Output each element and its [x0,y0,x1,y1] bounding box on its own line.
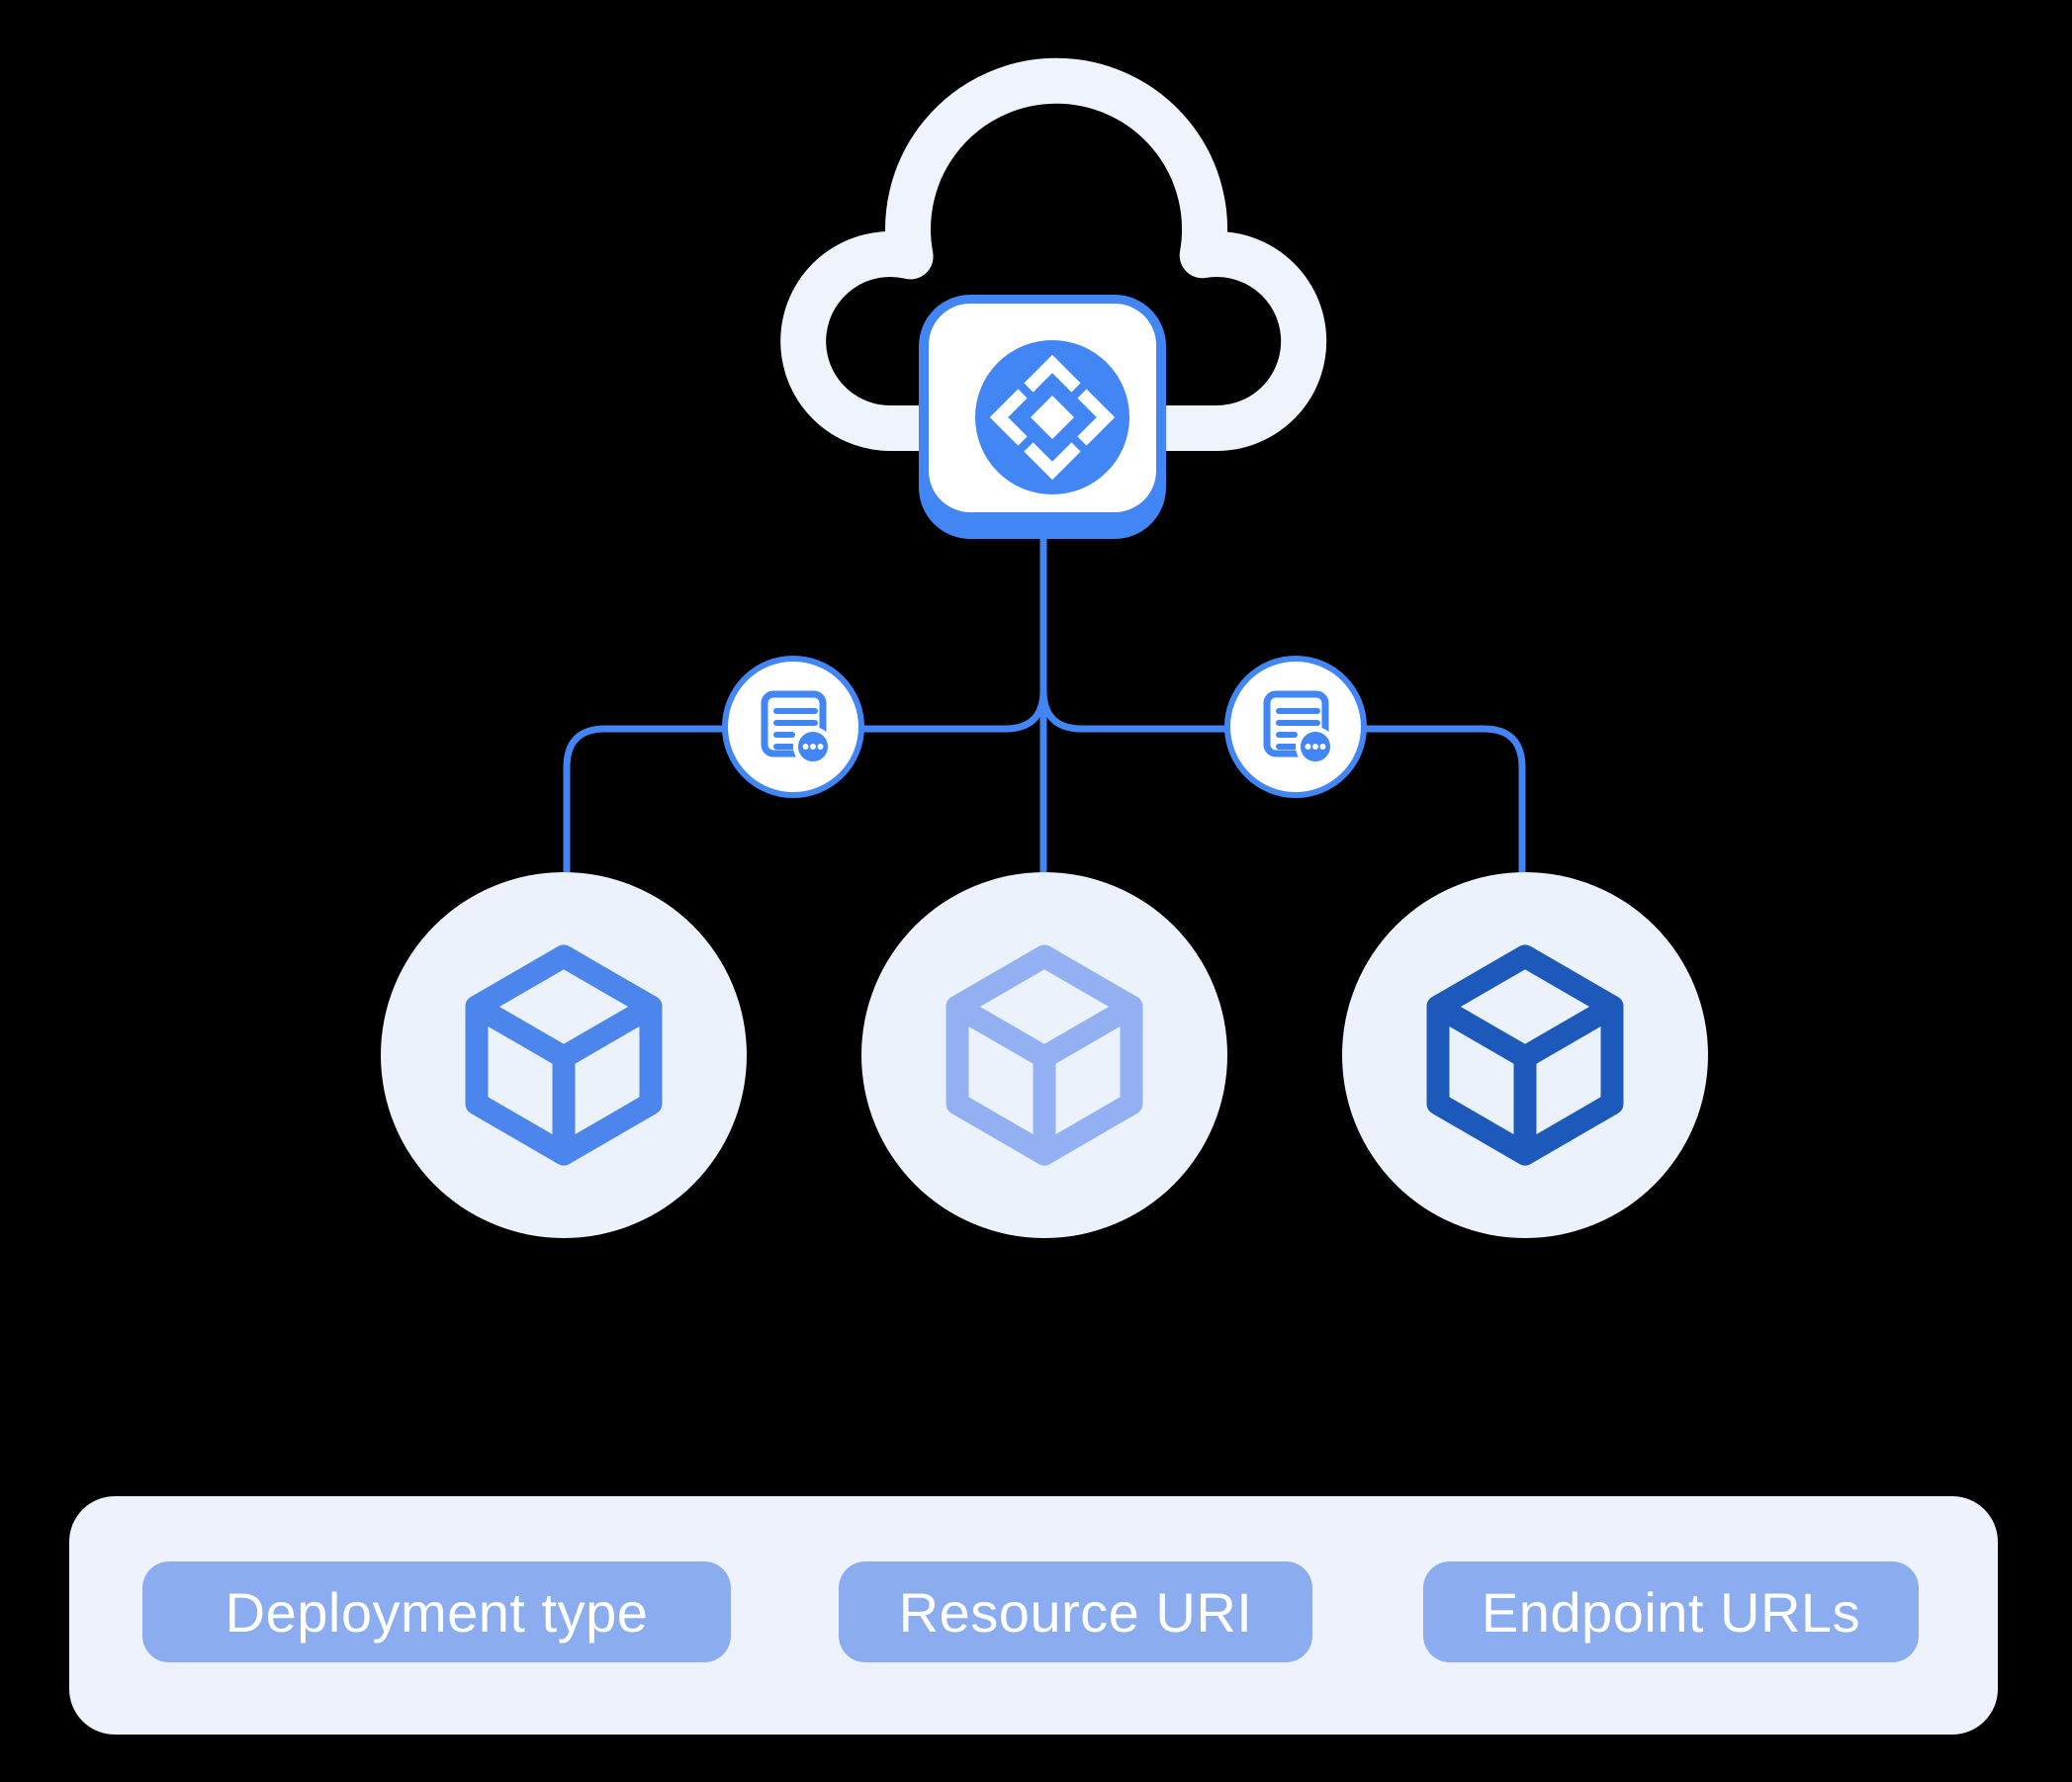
legend-label-resource-uri: Resource URI [898,1580,1253,1644]
cube-icon [1426,944,1624,1166]
deployment-node-middle [861,872,1227,1238]
connector-line-left [563,686,1047,880]
cloud-outline-path [780,57,1327,452]
legend-label-deployment-type: Deployment type [225,1580,649,1644]
service-diamond-mesh-icon [975,340,1129,494]
config-note-badge-left [722,656,864,798]
legend-label-endpoint-urls: Endpoint URLs [1481,1580,1861,1644]
service-diamond-mesh-glyph [989,354,1116,481]
legend-pill-deployment-type: Deployment type [142,1561,731,1662]
document-ellipsis-icon [1263,690,1335,766]
cube-icon [946,944,1143,1166]
deployment-node-left [381,872,747,1238]
legend-pill-endpoint-urls: Endpoint URLs [1423,1561,1919,1662]
connector-line-right [1039,686,1526,880]
config-note-badge-right [1224,656,1367,798]
legend-pill-resource-uri: Resource URI [839,1561,1312,1662]
root-service-icon [919,295,1166,539]
root-service-icon-plate [929,304,1156,512]
cube-icon [465,944,663,1166]
deployment-node-right [1342,872,1708,1238]
document-ellipsis-icon [761,690,833,766]
